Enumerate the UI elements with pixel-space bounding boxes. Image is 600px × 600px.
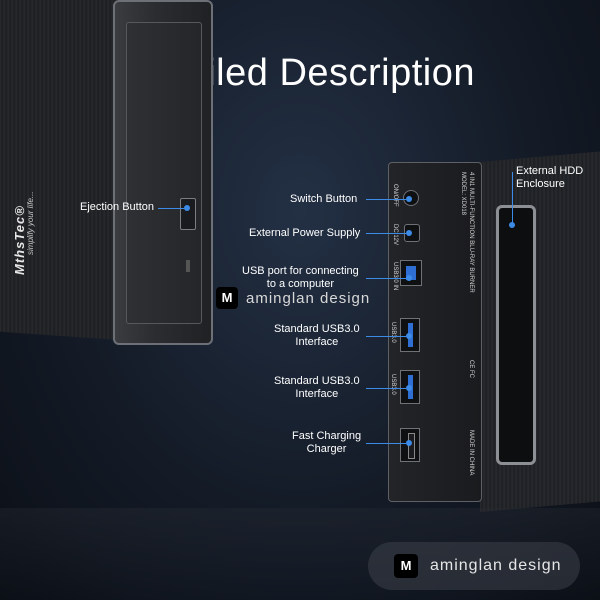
line-usb-connect	[366, 278, 406, 279]
dot-usb3a	[406, 333, 412, 339]
watermark-text: aminglan design	[246, 289, 371, 307]
model-number: MODEL: XD018	[460, 172, 466, 216]
label-usb-connect: USB port for connecting to a computer	[242, 265, 359, 291]
label-switch: Switch Button	[290, 193, 358, 205]
brand-name: MthsTec®	[12, 205, 27, 275]
line-usb3a	[366, 336, 406, 337]
hdd-enclosure-slot	[496, 205, 536, 465]
watermark-center: M aminglan design	[216, 287, 370, 309]
label-usb-connect-line1: USB port for connecting	[242, 265, 359, 277]
label-usb3b-line2: Interface	[295, 388, 339, 400]
watermark-pill-logo-icon: M	[394, 554, 418, 578]
label-fast-charge-line1: Fast Charging	[292, 430, 362, 442]
eject-button	[180, 198, 196, 230]
label-usb3b-line1: Standard USB3.0	[274, 375, 360, 387]
dc-text: DC 12V	[392, 224, 398, 246]
dot-hdd	[509, 222, 515, 228]
brand-tagline: simplify your life...	[26, 191, 35, 255]
label-usb3a-line2: Interface	[295, 336, 339, 348]
dot-power	[406, 230, 412, 236]
usb30-text-2: USB3.0	[390, 374, 396, 395]
dot-usb-connect	[406, 275, 412, 281]
watermark-pill: M aminglan design	[368, 542, 580, 590]
line-hdd	[512, 172, 513, 224]
onoff-text: ON/OFF	[392, 184, 398, 207]
label-hdd: External HDD Enclosure	[516, 165, 583, 191]
label-usb-connect-line2: to a computer	[266, 278, 335, 290]
usb30-text-1: USB3.0	[390, 322, 396, 343]
watermark-logo-icon: M	[216, 287, 238, 309]
disc-tray	[126, 22, 202, 324]
line-usb3b	[366, 388, 406, 389]
ce-fc-marks: CE FC	[468, 360, 474, 378]
label-fast-charge: Fast Charging Charger	[292, 430, 361, 456]
usb-in-port	[400, 260, 422, 286]
line-fast-charge	[366, 443, 406, 444]
line-switch	[366, 199, 406, 200]
label-fast-charge-line2: Charger	[306, 443, 347, 455]
usb-in-text: USB3.0 IN	[392, 262, 398, 291]
label-hdd-line1: External HDD	[516, 165, 584, 177]
line-ejection	[158, 208, 184, 209]
dot-ejection	[184, 205, 190, 211]
dot-usb3b	[406, 385, 412, 391]
label-ejection: Ejection Button	[80, 201, 154, 213]
label-usb3a-line1: Standard USB3.0	[274, 323, 360, 335]
line-power	[366, 233, 406, 234]
left-device-side	[0, 0, 118, 341]
dot-switch	[406, 196, 412, 202]
status-led	[186, 260, 190, 272]
model-text: 4 IN1 MULTI-FUNCTION BLU-RAY BURNER	[468, 172, 474, 293]
label-power: External Power Supply	[249, 227, 361, 239]
label-hdd-line2: Enclosure	[516, 178, 565, 190]
made-in-text: MADE IN CHINA	[468, 430, 474, 476]
label-usb3a: Standard USB3.0 Interface	[274, 323, 360, 349]
watermark-pill-text: aminglan design	[430, 557, 562, 574]
dot-fast-charge	[406, 440, 412, 446]
label-usb3b: Standard USB3.0 Interface	[274, 375, 360, 401]
